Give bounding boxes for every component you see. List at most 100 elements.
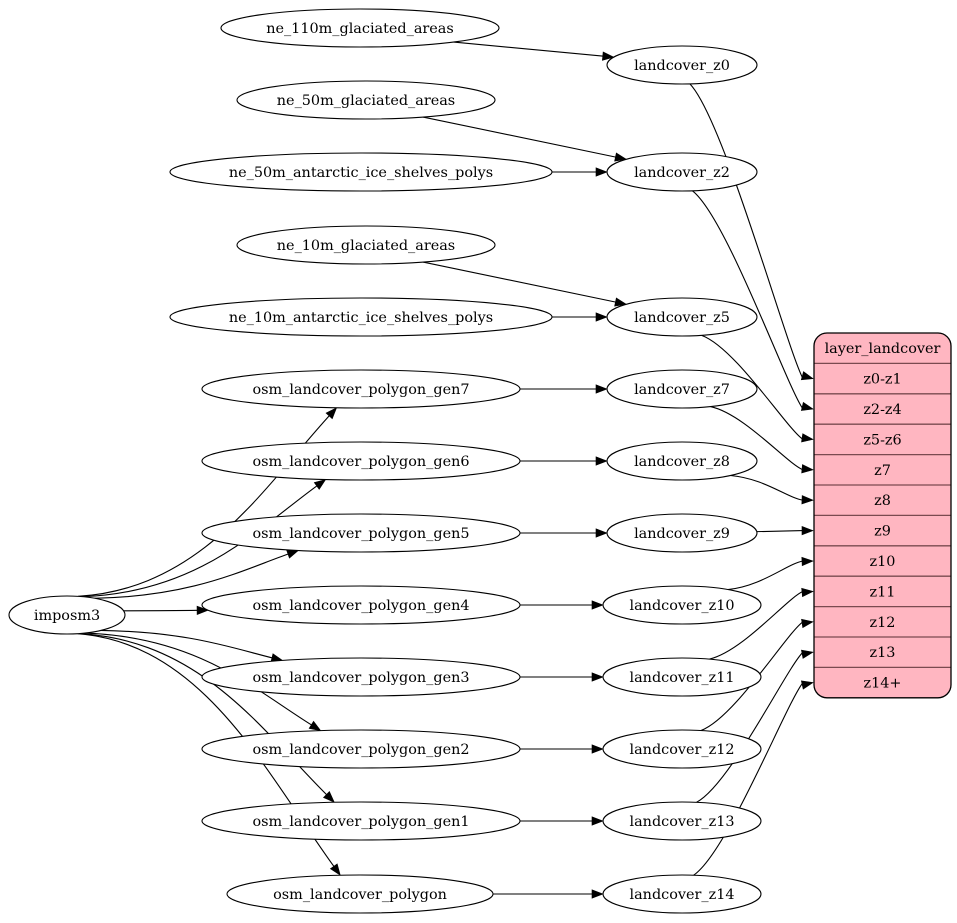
- node-label: osm_landcover_polygon: [273, 887, 447, 903]
- table-row[interactable]: z10: [870, 554, 896, 570]
- node-ne_50m_glaciated_areas[interactable]: ne_50m_glaciated_areas: [236, 80, 496, 120]
- node-ne_10m_glaciated_areas[interactable]: ne_10m_glaciated_areas: [236, 225, 496, 265]
- table-row[interactable]: z8: [874, 493, 891, 509]
- node-ellipse: [606, 441, 758, 481]
- node-osm_landcover_polygon_gen1[interactable]: osm_landcover_polygon_gen1: [201, 801, 521, 841]
- table-row-label: z12: [870, 615, 896, 631]
- node-label: osm_landcover_polygon_gen7: [252, 382, 469, 398]
- node-label: osm_landcover_polygon_gen2: [252, 742, 469, 758]
- node-label: ne_110m_glaciated_areas: [266, 21, 454, 37]
- node-osm_landcover_polygon_gen4[interactable]: osm_landcover_polygon_gen4: [201, 585, 521, 625]
- node-landcover_z0[interactable]: landcover_z0: [606, 45, 758, 85]
- node-label: landcover_z11: [630, 670, 735, 686]
- node-label: landcover_z7: [634, 382, 730, 398]
- node-imposm3[interactable]: imposm3: [8, 595, 126, 635]
- table-row-label: z7: [874, 463, 891, 479]
- table-row-label: z5-z6: [863, 432, 901, 448]
- node-landcover_z10[interactable]: landcover_z10: [602, 585, 762, 625]
- node-ellipse: [236, 225, 496, 265]
- node-ellipse: [201, 729, 521, 769]
- node-ellipse: [226, 874, 494, 914]
- table-header-row: layer_landcover: [825, 341, 941, 357]
- node-landcover_z12[interactable]: landcover_z12: [602, 729, 762, 769]
- table-row[interactable]: z11: [870, 584, 896, 600]
- table-row[interactable]: z7: [874, 463, 891, 479]
- node-label: ne_10m_glaciated_areas: [277, 238, 455, 254]
- node-ellipse: [201, 801, 521, 841]
- node-ellipse: [236, 80, 496, 120]
- node-ellipse: [201, 585, 521, 625]
- table-row-label: z8: [874, 493, 891, 509]
- node-osm_landcover_polygon[interactable]: osm_landcover_polygon: [226, 874, 494, 914]
- node-ne_50m_antarctic_ice_shelves_polys[interactable]: ne_50m_antarctic_ice_shelves_polys: [169, 152, 553, 192]
- node-osm_landcover_polygon_gen6[interactable]: osm_landcover_polygon_gen6: [201, 441, 521, 481]
- node-ellipse: [606, 369, 758, 409]
- node-landcover_z13[interactable]: landcover_z13: [602, 801, 762, 841]
- node-osm_landcover_polygon_gen3[interactable]: osm_landcover_polygon_gen3: [201, 657, 521, 697]
- node-ellipse: [602, 729, 762, 769]
- table-outline: [813, 332, 952, 699]
- table-row[interactable]: z2-z4: [863, 402, 901, 418]
- node-label: landcover_z8: [634, 454, 730, 470]
- node-ellipse: [201, 441, 521, 481]
- node-label: imposm3: [34, 608, 100, 624]
- node-label: landcover_z5: [634, 310, 730, 326]
- node-label: ne_50m_glaciated_areas: [277, 93, 455, 109]
- table-row[interactable]: z5-z6: [863, 432, 901, 448]
- table-row-label: z2-z4: [863, 402, 901, 418]
- node-ellipse: [220, 8, 500, 48]
- table-row-label: z14+: [864, 676, 902, 692]
- node-ellipse: [606, 152, 758, 192]
- node-ellipse: [602, 874, 762, 914]
- node-label: ne_10m_antarctic_ice_shelves_polys: [229, 310, 493, 326]
- node-label: osm_landcover_polygon_gen6: [252, 454, 469, 470]
- table-row-label: z9: [874, 524, 891, 540]
- node-label: landcover_z13: [630, 814, 735, 830]
- node-ne_10m_antarctic_ice_shelves_polys[interactable]: ne_10m_antarctic_ice_shelves_polys: [169, 297, 553, 337]
- node-ellipse: [169, 297, 553, 337]
- node-osm_landcover_polygon_gen7[interactable]: osm_landcover_polygon_gen7: [201, 369, 521, 409]
- node-ne_110m_glaciated_areas[interactable]: ne_110m_glaciated_areas: [220, 8, 500, 48]
- node-label: osm_landcover_polygon_gen1: [252, 814, 469, 830]
- node-landcover_z8[interactable]: landcover_z8: [606, 441, 758, 481]
- node-label: landcover_z2: [634, 165, 730, 181]
- node-label: landcover_z9: [634, 526, 730, 542]
- node-ellipse: [8, 595, 126, 635]
- node-ellipse: [201, 513, 521, 553]
- node-ellipse: [201, 369, 521, 409]
- node-landcover_z9[interactable]: landcover_z9: [606, 513, 758, 553]
- table-row[interactable]: z12: [870, 615, 896, 631]
- node-ellipse: [169, 152, 553, 192]
- table-row[interactable]: z13: [870, 645, 896, 661]
- node-ellipse: [606, 297, 758, 337]
- table-header-label: layer_landcover: [825, 341, 941, 357]
- table-row[interactable]: z9: [874, 524, 891, 540]
- node-label: osm_landcover_polygon_gen5: [252, 526, 469, 542]
- node-landcover_z14[interactable]: landcover_z14: [602, 874, 762, 914]
- node-label: ne_50m_antarctic_ice_shelves_polys: [229, 165, 493, 181]
- node-osm_landcover_polygon_gen2[interactable]: osm_landcover_polygon_gen2: [201, 729, 521, 769]
- node-osm_landcover_polygon_gen5[interactable]: osm_landcover_polygon_gen5: [201, 513, 521, 553]
- node-label: osm_landcover_polygon_gen3: [252, 670, 469, 686]
- table-row[interactable]: z0-z1: [863, 372, 901, 388]
- layer-landcover-table[interactable]: layer_landcover z0-z1 z2-z4 z5-z6 z7 z8 z9 z10 z…: [813, 332, 952, 699]
- node-label: landcover_z10: [630, 598, 735, 614]
- table-row-label: z10: [870, 554, 896, 570]
- table-row-label: z0-z1: [863, 372, 901, 388]
- node-ellipse: [606, 513, 758, 553]
- node-landcover_z11[interactable]: landcover_z11: [602, 657, 762, 697]
- node-label: landcover_z12: [630, 742, 735, 758]
- node-label: osm_landcover_polygon_gen4: [252, 598, 469, 614]
- node-ellipse: [602, 801, 762, 841]
- table-row-label: z11: [870, 584, 896, 600]
- node-label: landcover_z14: [630, 887, 735, 903]
- node-landcover_z5[interactable]: landcover_z5: [606, 297, 758, 337]
- node-ellipse: [606, 45, 758, 85]
- table-row[interactable]: z14+: [864, 676, 902, 692]
- node-ellipse: [602, 585, 762, 625]
- node-landcover_z2[interactable]: landcover_z2: [606, 152, 758, 192]
- node-label: landcover_z0: [634, 58, 730, 74]
- nodes-layer: imposm3 ne_110m_glaciated_areas ne_50m_gla…: [8, 8, 762, 914]
- node-landcover_z7[interactable]: landcover_z7: [606, 369, 758, 409]
